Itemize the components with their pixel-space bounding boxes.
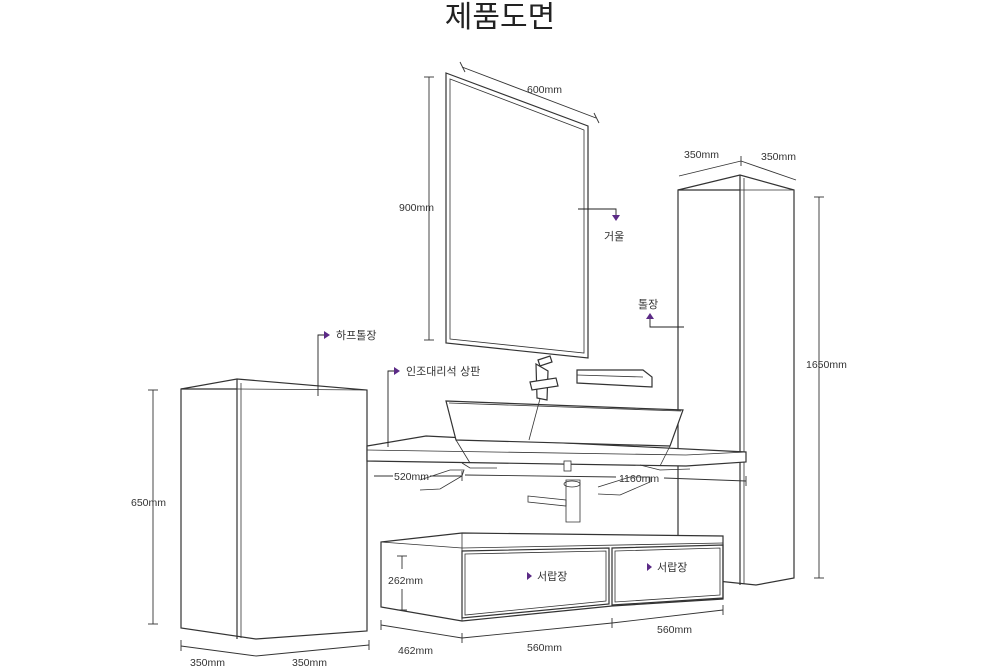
faucet: [529, 355, 559, 401]
tall-cabinet: 350mm 350mm 1650mm 톨장: [638, 149, 847, 586]
half-height-dim: 650mm: [131, 497, 166, 509]
mirror-width-dim: 600mm: [527, 84, 562, 96]
drawer-depth-dim: 462mm: [398, 645, 433, 657]
tall-depth-dim: 350mm: [684, 149, 719, 161]
top-depth-dim: 520mm: [394, 471, 429, 483]
half-width-dim: 350mm: [292, 657, 327, 668]
half-depth-dim: 350mm: [190, 657, 225, 668]
page-title: 제품도면: [444, 0, 556, 35]
top-label: 인조대리석 상판: [406, 365, 480, 378]
drawer-width2-dim: 560mm: [657, 624, 692, 636]
tall-height-dim: 1650mm: [806, 359, 847, 371]
drawer2-label: 서랍장: [657, 561, 687, 574]
half-cabinet: 650mm 350mm 350mm 하프톨장: [131, 328, 376, 668]
drawer-width1-dim: 560mm: [527, 642, 562, 654]
mirror-height-dim: 900mm: [399, 202, 434, 214]
half-cabinet-label: 하프톨장: [336, 328, 376, 342]
top-width-dim: 1160mm: [619, 473, 659, 485]
shelf: [576, 369, 653, 388]
drawer1-label: 서랍장: [537, 570, 567, 583]
basin: [445, 394, 684, 467]
countertop: 520mm 1160mm 인조대리석 상판: [366, 365, 747, 523]
mirror: 600mm 900mm 거울: [399, 61, 624, 359]
tall-width-dim: 350mm: [761, 151, 796, 163]
tall-cabinet-label: 톨장: [638, 298, 658, 311]
mirror-label: 거울: [604, 230, 624, 243]
drawer-unit: 서랍장 서랍장 262mm 462mm 560mm 560mm: [380, 532, 724, 657]
drawer-height-dim: 262mm: [388, 575, 423, 587]
